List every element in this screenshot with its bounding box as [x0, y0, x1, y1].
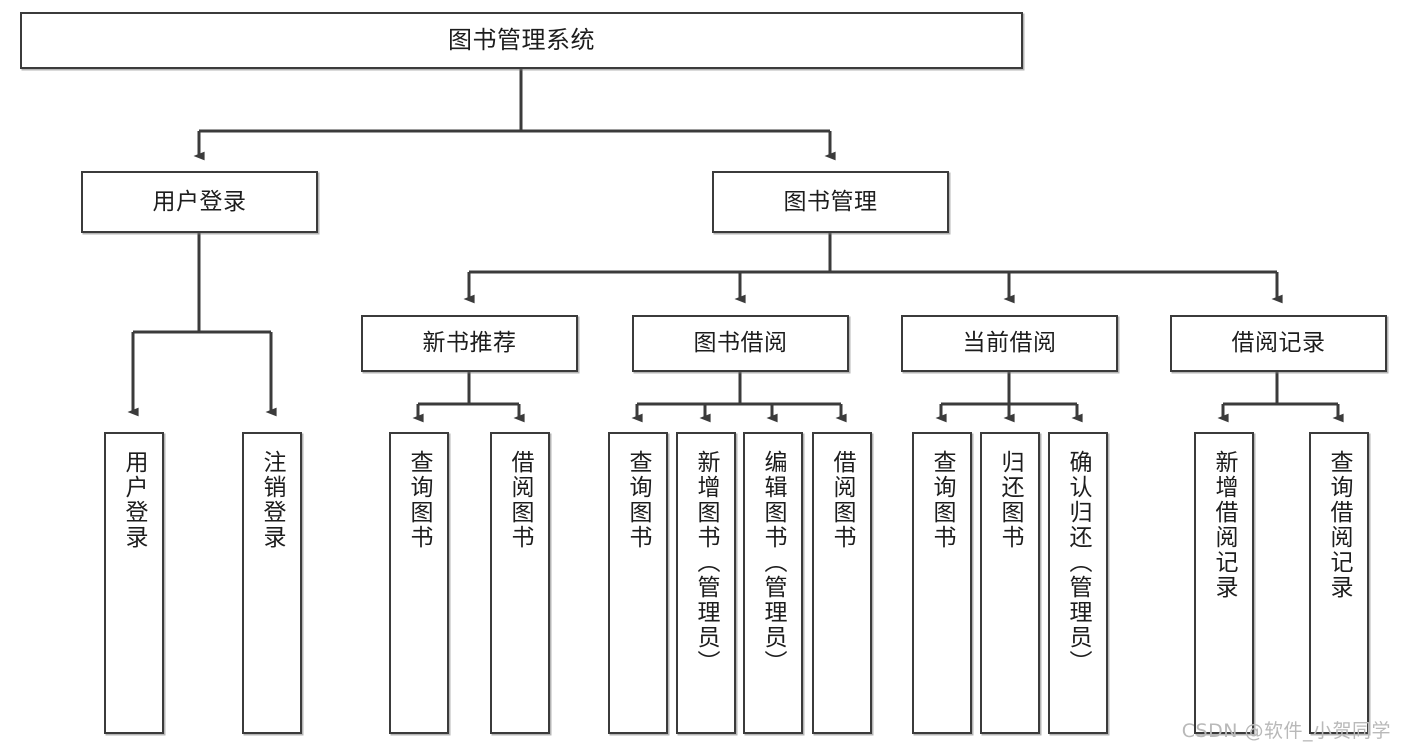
node-label: 注销登录: [259, 450, 286, 550]
node-label: 当前借阅: [962, 330, 1057, 357]
node-user-login[interactable]: 用户登录: [81, 171, 318, 233]
node-leaf-logout-login[interactable]: 注销登录: [242, 432, 302, 734]
node-leaf-user-login[interactable]: 用户登录: [104, 432, 164, 734]
node-label: 图书管理系统: [448, 25, 595, 54]
node-root-book-management-system[interactable]: 图书管理系统: [20, 12, 1023, 69]
node-label: 查询图书: [625, 450, 652, 550]
node-borrow-record[interactable]: 借阅记录: [1170, 315, 1387, 372]
node-book-borrow[interactable]: 图书借阅: [632, 315, 849, 372]
node-label: 新书推荐: [422, 330, 517, 357]
node-leaf-borrow-book-1[interactable]: 借阅图书: [490, 432, 550, 734]
node-label: 归还图书: [997, 450, 1024, 550]
node-label: 借阅记录: [1231, 330, 1326, 357]
node-leaf-add-record[interactable]: 新增借阅记录: [1194, 432, 1254, 734]
node-leaf-query-book-1[interactable]: 查询图书: [389, 432, 449, 734]
node-book-manage[interactable]: 图书管理: [712, 171, 949, 233]
node-label: 借阅图书: [507, 450, 534, 550]
node-leaf-borrow-book-2[interactable]: 借阅图书: [812, 432, 872, 734]
node-label: 查询图书: [406, 450, 433, 550]
node-leaf-add-book[interactable]: 新增图书（管理员）: [676, 432, 736, 734]
node-leaf-query-book-3[interactable]: 查询图书: [912, 432, 972, 734]
node-label: 图书管理: [783, 188, 878, 215]
node-leaf-confirm-return[interactable]: 确认归还（管理员）: [1048, 432, 1108, 734]
node-leaf-query-book-2[interactable]: 查询图书: [608, 432, 668, 734]
node-label: 图书借阅: [693, 330, 788, 357]
node-label: 借阅图书: [829, 450, 856, 550]
node-label: 用户登录: [121, 450, 148, 550]
csdn-watermark: CSDN @软件_小贺同学: [1181, 720, 1391, 742]
node-leaf-return-book[interactable]: 归还图书: [980, 432, 1040, 734]
node-label: 查询借阅记录: [1326, 450, 1353, 600]
node-new-book-recommend[interactable]: 新书推荐: [361, 315, 578, 372]
node-label: 新增借阅记录: [1211, 450, 1238, 600]
node-label: 查询图书: [929, 450, 956, 550]
node-label: 新增图书（管理员）: [693, 450, 720, 675]
node-leaf-edit-book[interactable]: 编辑图书（管理员）: [743, 432, 803, 734]
node-current-borrow[interactable]: 当前借阅: [901, 315, 1118, 372]
node-label: 用户登录: [152, 188, 247, 215]
node-label: 确认归还（管理员）: [1065, 450, 1092, 675]
node-leaf-query-record[interactable]: 查询借阅记录: [1309, 432, 1369, 734]
node-label: 编辑图书（管理员）: [760, 450, 787, 675]
